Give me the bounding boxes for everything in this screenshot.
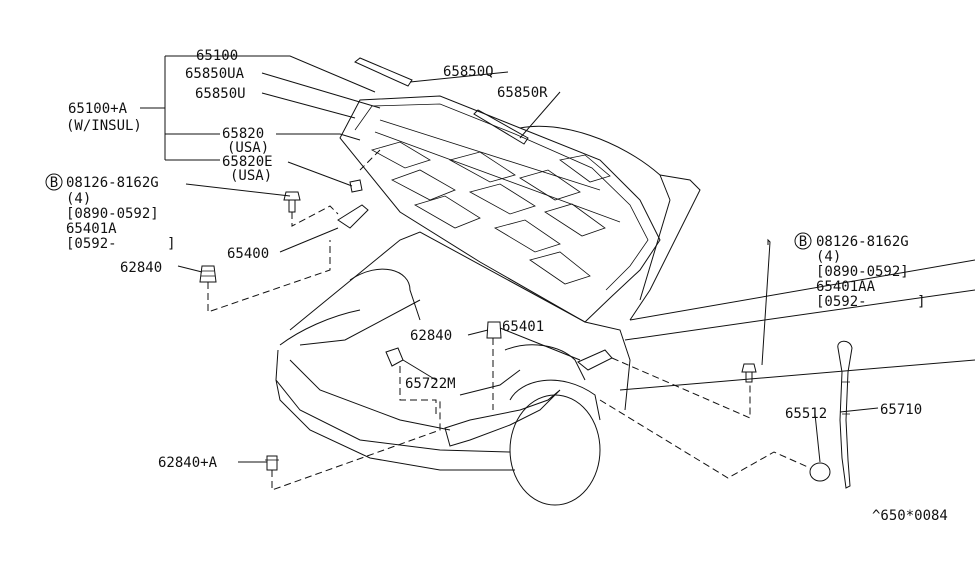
label-65401a: 65401A: [66, 221, 117, 237]
label-date-left: [0890-0592]: [66, 206, 159, 222]
label-65512: 65512: [785, 406, 827, 422]
label-65820e: 65820E: [222, 154, 273, 170]
label-65850u: 65850U: [195, 86, 246, 102]
bolt-left: [283, 191, 301, 213]
label-bolt-left: 08126-8162G: [66, 175, 159, 191]
label-w-insul: (W/INSUL): [66, 118, 142, 134]
label-65710: 65710: [880, 402, 922, 418]
label-date-right: [0890-0592]: [816, 264, 909, 280]
grommet-65512: [809, 462, 831, 482]
label-65401aa: 65401AA: [816, 279, 876, 295]
label-from-left: [0592- ]: [66, 236, 176, 252]
hood-stay-65710: [837, 340, 853, 489]
bolt-right: [741, 363, 757, 383]
label-65100: 65100: [196, 48, 238, 64]
hood-panel: [339, 95, 661, 323]
label-qty-right: (4): [816, 249, 841, 265]
bumper-stop-62840a: [265, 455, 279, 471]
label-65850r: 65850R: [497, 85, 548, 101]
hood-ribs: [370, 119, 621, 285]
label-bolt-right: 08126-8162G: [816, 234, 909, 250]
part-labels: 65100 65850UA 65850U 65850Q 65850R 65100…: [66, 48, 948, 524]
hinge-65401: [577, 349, 613, 371]
dashed-lines: [207, 149, 811, 491]
label-62840-mid: 62840: [410, 328, 452, 344]
hinge-65400: [337, 204, 369, 229]
car-front-drawing: [275, 95, 975, 506]
seal-strip-65850q: [354, 57, 413, 87]
label-65820: 65820: [222, 126, 264, 142]
label-65850ua: 65850UA: [185, 66, 245, 82]
b-circle-right: B: [794, 232, 812, 250]
label-65400: 65400: [227, 246, 269, 262]
label-62840a: 62840+A: [158, 455, 218, 471]
lock-65722m: [385, 347, 404, 367]
label-62840-left: 62840: [120, 260, 162, 276]
bumper-stop-62840-mid: [486, 321, 502, 339]
label-qty-left: (4): [66, 191, 91, 207]
label-usa-2: (USA): [230, 168, 272, 184]
label-65722m: 65722M: [405, 376, 456, 392]
label-65100a: 65100+A: [68, 101, 128, 117]
bumper-stop-62840-left: [199, 265, 217, 283]
leader-lines: [140, 55, 879, 463]
label-usa-1: (USA): [227, 140, 269, 156]
label-65850q: 65850Q: [443, 64, 494, 80]
label-from-right: [0592- ]: [816, 294, 926, 310]
label-65401: 65401: [502, 319, 544, 335]
footer-code: ^650*0084: [872, 508, 948, 524]
b-circle-left: B: [45, 173, 63, 191]
seal-strip-65850r: [473, 109, 529, 145]
svg-text:B: B: [799, 234, 807, 250]
clip-65820e: [349, 179, 363, 193]
svg-text:B: B: [50, 175, 58, 191]
